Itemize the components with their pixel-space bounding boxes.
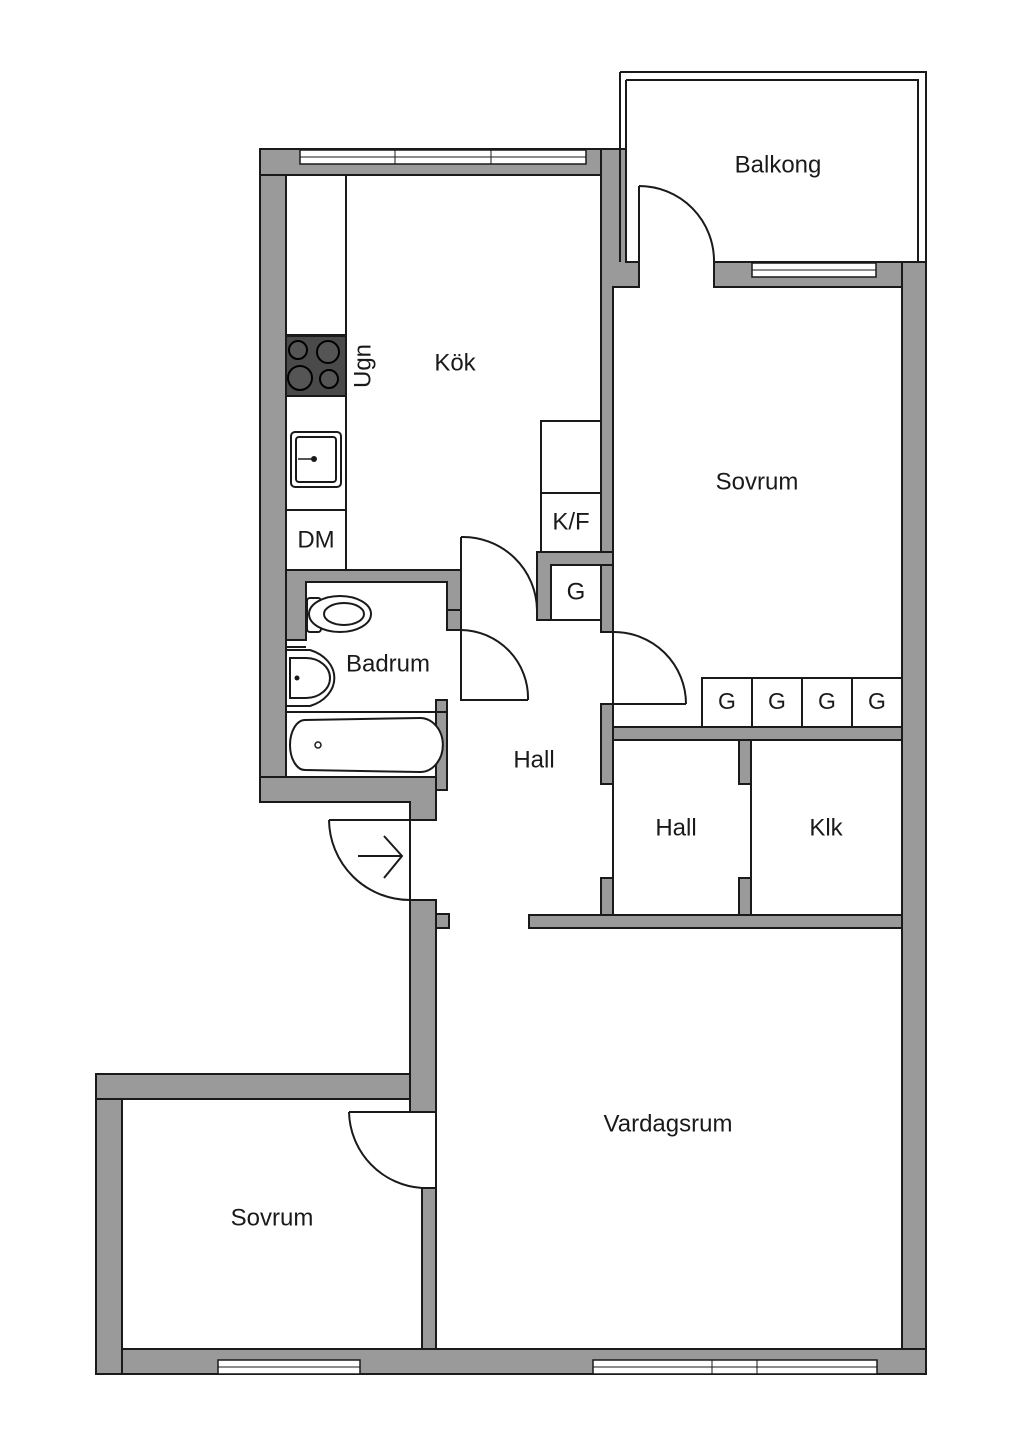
- entrance-arrow-icon: [358, 835, 404, 879]
- sink-icon: [290, 431, 342, 488]
- toilet-icon: [306, 595, 372, 633]
- label-g-closet-3: G: [818, 688, 836, 714]
- wall-bedroom2-right: [421, 1187, 437, 1350]
- wall-entrance-lower: [409, 899, 437, 1113]
- closets: [550, 564, 903, 728]
- door-entrance: [328, 819, 411, 901]
- label-g-closet-1: G: [718, 688, 736, 714]
- door-balcony: [638, 185, 716, 263]
- label-vardagsrum: Vardagsrum: [604, 1110, 733, 1137]
- room-labels: Balkong Kök Ugn Sovrum DM K/F G Badrum G…: [231, 151, 886, 1231]
- wall-bathroom-bottom: [259, 776, 448, 821]
- label-klk: Klk: [809, 814, 843, 841]
- label-g-closet-2: G: [768, 688, 786, 714]
- wall-hall-post-left: [600, 703, 614, 785]
- label-balkong: Balkong: [735, 151, 822, 178]
- label-g-single: G: [567, 578, 586, 605]
- label-badrum: Badrum: [346, 650, 430, 677]
- wall-hall-post-lower-mid: [738, 877, 752, 916]
- door-kitchen: [460, 535, 538, 611]
- label-dm: DM: [297, 526, 334, 553]
- windows: [217, 149, 878, 1375]
- kitchen-fixtures: [285, 175, 602, 570]
- wall-entrance-stub: [435, 913, 450, 929]
- label-ugn: Ugn: [349, 344, 376, 388]
- doors: [328, 185, 752, 1189]
- wall-bedroom-left: [95, 1073, 123, 1375]
- washbasin-icon: [285, 649, 336, 707]
- label-hall-main: Hall: [513, 746, 554, 773]
- label-kok: Kök: [434, 349, 476, 376]
- hall-opening: [612, 784, 752, 878]
- door-bedroom1: [612, 630, 687, 705]
- wall-kitchen-left: [259, 148, 287, 803]
- label-hall-small: Hall: [655, 814, 696, 841]
- wall-bathroom-door-post: [446, 609, 462, 631]
- wall-bedroom-top: [95, 1073, 437, 1100]
- door-bathroom: [460, 629, 530, 701]
- balcony: [619, 71, 927, 262]
- closet-single: [550, 564, 602, 621]
- door-bedroom2: [348, 1111, 437, 1189]
- wardrobe-cabinet: [540, 420, 602, 494]
- wall-hall-post-mid: [738, 739, 752, 785]
- walls: [95, 148, 927, 1375]
- wall-bedroom1-bottom: [600, 726, 903, 741]
- label-kf: K/F: [552, 508, 589, 535]
- wall-right-outer: [901, 261, 927, 1375]
- wall-hall-lower: [528, 914, 903, 929]
- bathroom-fixtures: [285, 595, 447, 778]
- bathtub-icon: [285, 711, 444, 778]
- fridge-freezer: [540, 492, 602, 553]
- label-sovrum-top: Sovrum: [716, 468, 799, 495]
- label-sovrum-bottom: Sovrum: [231, 1204, 314, 1231]
- wall-hall-post-lower-left: [600, 877, 614, 916]
- label-g-closet-4: G: [868, 688, 886, 714]
